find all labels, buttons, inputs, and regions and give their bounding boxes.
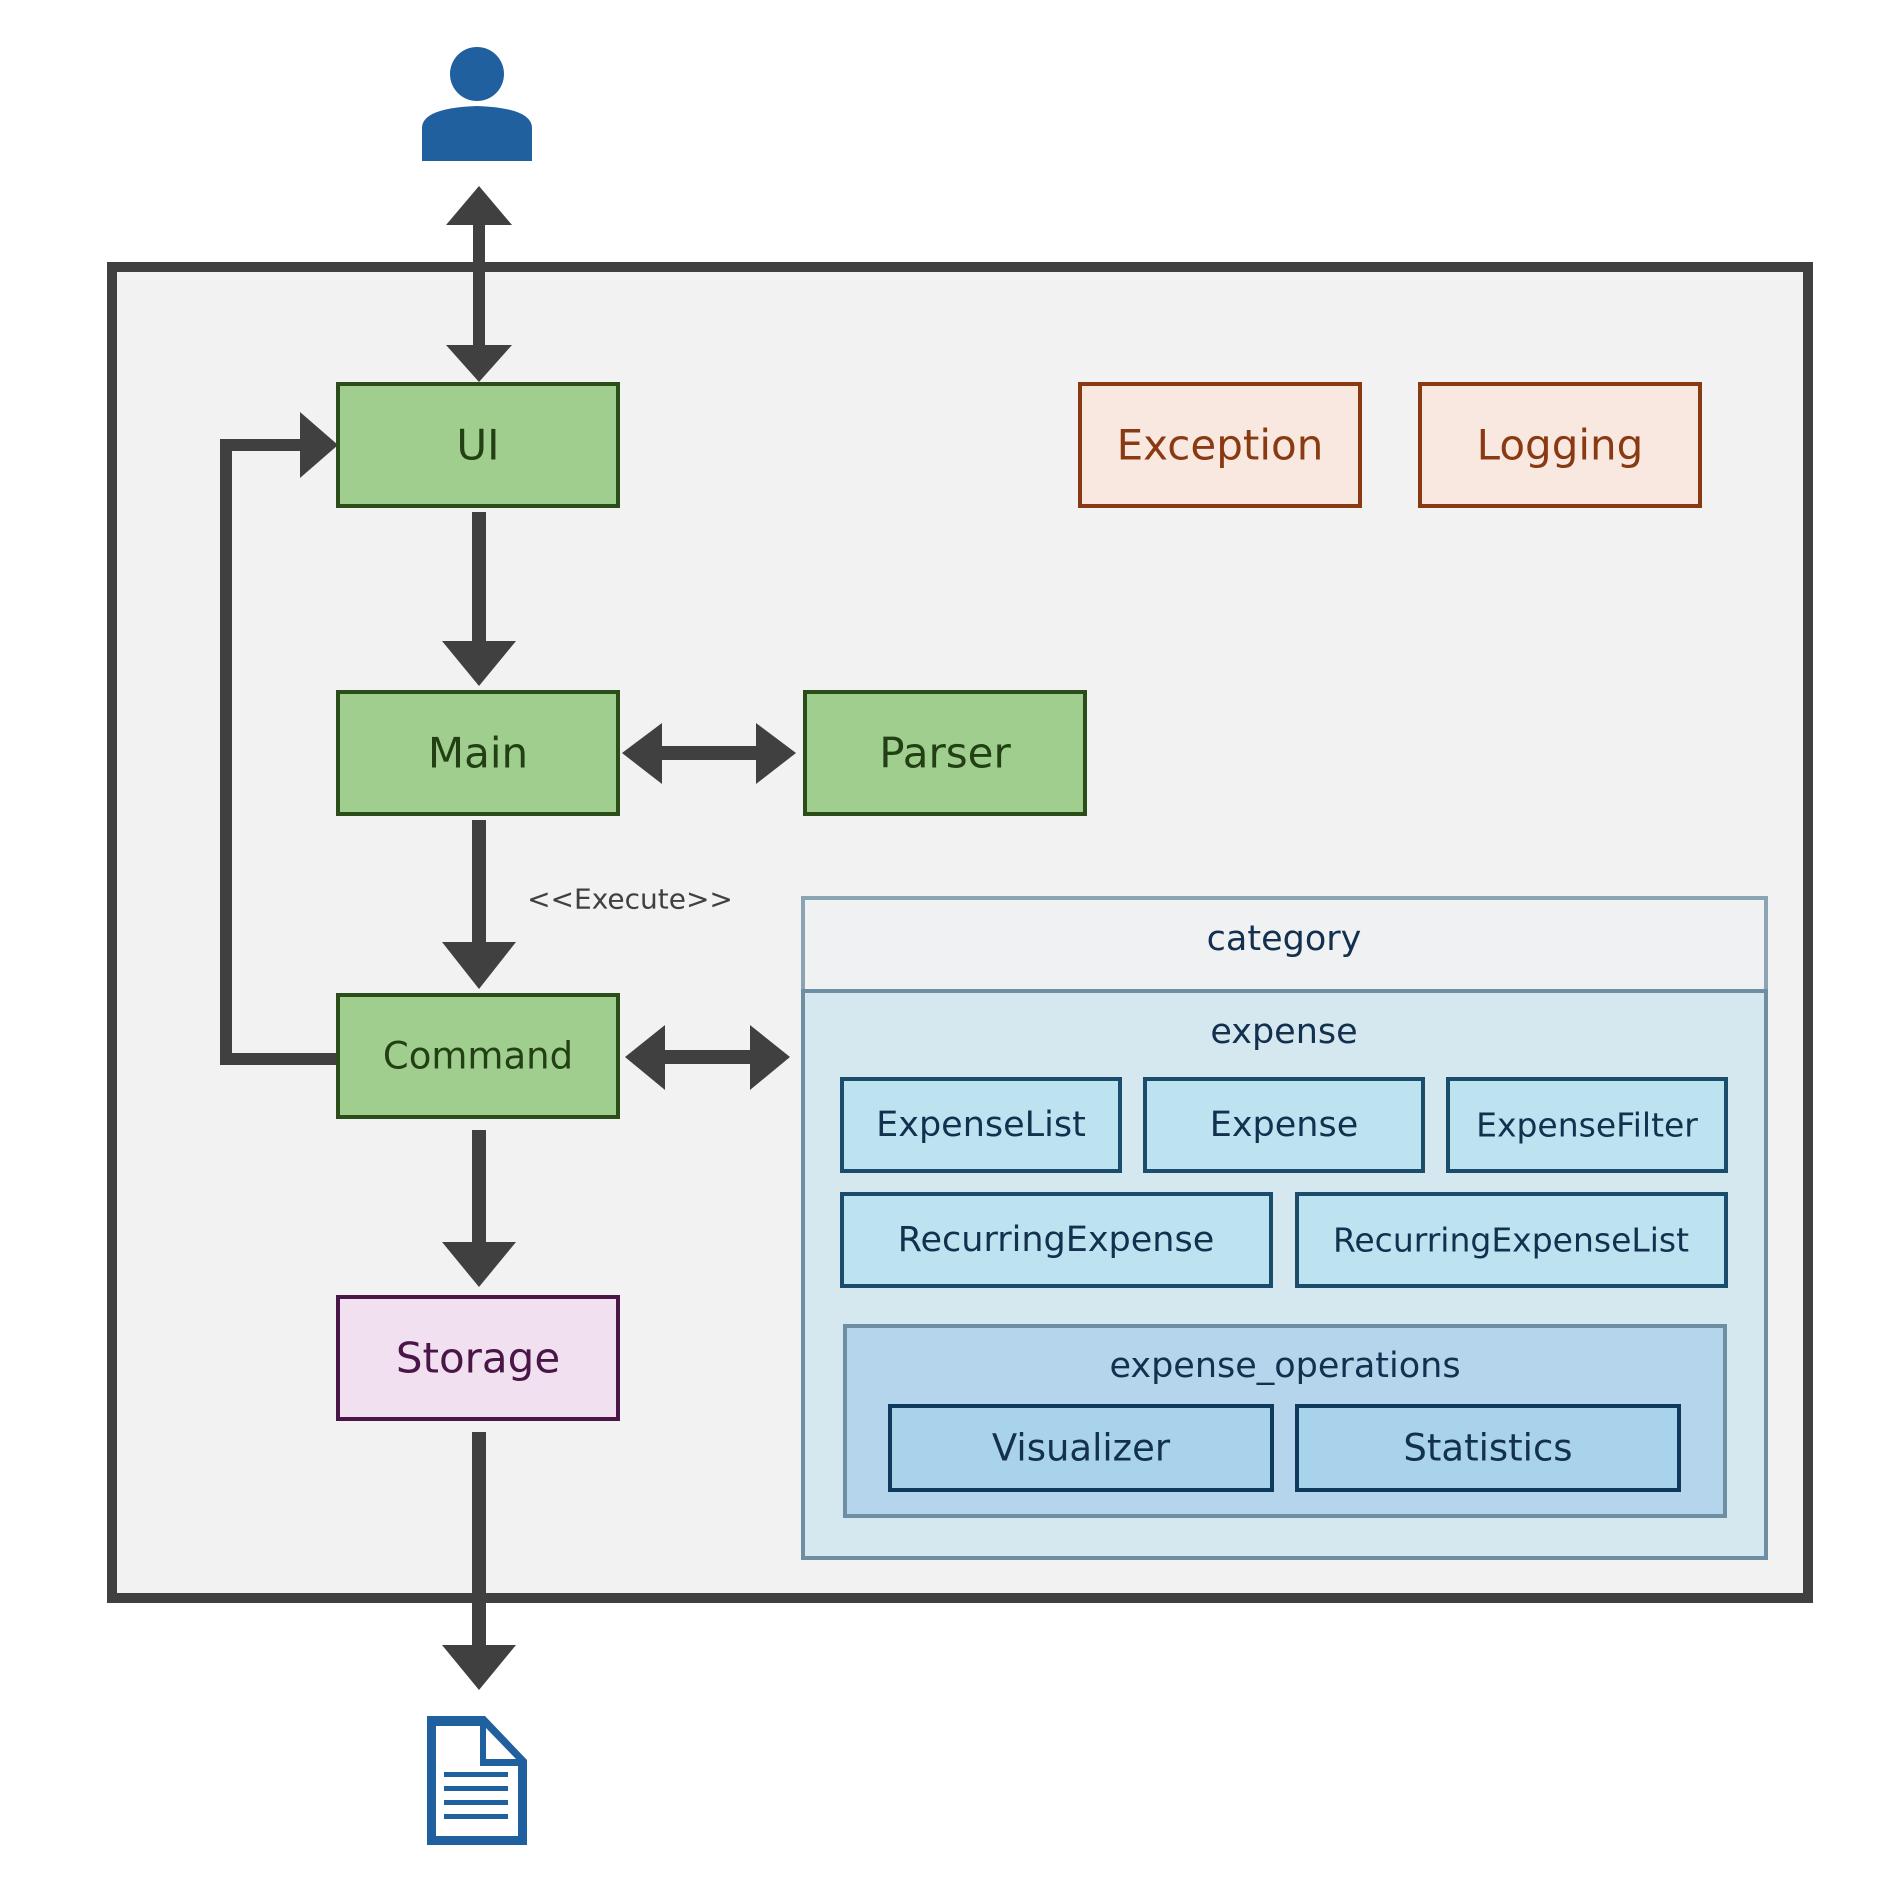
class-label: ExpenseFilter — [1476, 1106, 1698, 1145]
document-icon — [427, 1716, 527, 1845]
ui-component: UI — [336, 382, 620, 508]
main-component: Main — [336, 690, 620, 816]
class-recurringexpense: RecurringExpense — [840, 1192, 1273, 1288]
arrow-main-command — [442, 820, 516, 989]
arrows — [220, 186, 796, 1690]
class-label: ExpenseList — [876, 1105, 1086, 1145]
expense-operations-label: expense_operations — [1109, 1346, 1460, 1386]
arrow-storage-file — [442, 1432, 516, 1690]
logging-component: Logging — [1418, 382, 1702, 508]
arrow-command-expense — [625, 1025, 790, 1090]
expense-operations-package: expense_operations Visualizer Statistics — [843, 1324, 1727, 1518]
class-label: Expense — [1210, 1105, 1359, 1145]
storage-label: Storage — [396, 1334, 560, 1383]
class-expenselist: ExpenseList — [840, 1077, 1122, 1173]
main-label: Main — [428, 729, 528, 778]
arrow-command-storage — [442, 1130, 516, 1287]
exception-component: Exception — [1078, 382, 1362, 508]
arrow-user-ui — [446, 186, 512, 382]
user-icon — [422, 47, 532, 161]
class-label: RecurringExpenseList — [1333, 1221, 1689, 1260]
parser-component: Parser — [803, 690, 1087, 816]
arrow-main-parser — [622, 723, 796, 784]
class-label: RecurringExpense — [898, 1220, 1215, 1260]
class-expense: Expense — [1143, 1077, 1425, 1173]
class-label: Statistics — [1403, 1427, 1572, 1470]
exception-label: Exception — [1117, 421, 1324, 470]
class-label: Visualizer — [992, 1427, 1171, 1470]
command-component: Command — [336, 993, 620, 1119]
class-recurringexpenselist: RecurringExpenseList — [1295, 1192, 1728, 1288]
expense-classes: ExpenseList Expense ExpenseFilter Recurr… — [840, 1077, 1728, 1288]
category-label: category — [1207, 919, 1362, 959]
arrow-command-ui-loop — [220, 412, 340, 1065]
class-visualizer: Visualizer — [888, 1404, 1274, 1492]
storage-component: Storage — [336, 1295, 620, 1421]
execute-label: <<Execute>> — [527, 883, 733, 916]
ui-label: UI — [456, 421, 499, 470]
expense-label: expense — [1210, 1012, 1357, 1052]
logging-label: Logging — [1477, 421, 1644, 470]
parser-label: Parser — [879, 729, 1011, 778]
class-statistics: Statistics — [1295, 1404, 1681, 1492]
command-label: Command — [383, 1035, 573, 1078]
class-expensefilter: ExpenseFilter — [1446, 1077, 1728, 1173]
arrow-ui-main — [442, 512, 516, 686]
